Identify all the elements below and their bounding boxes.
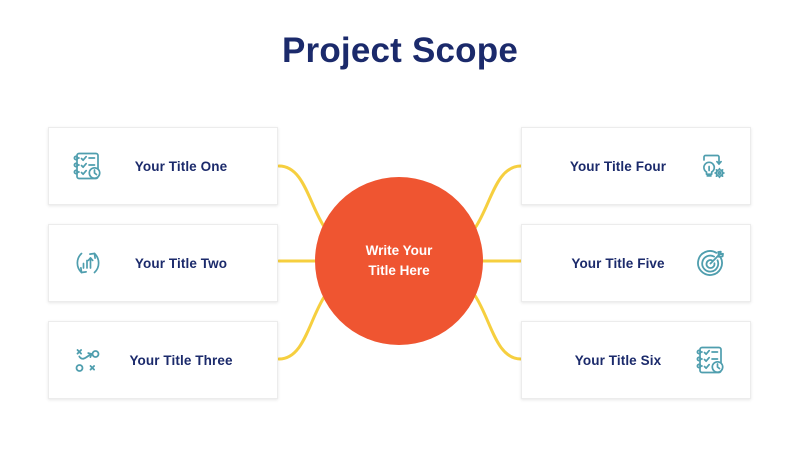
checklist-clock-icon bbox=[690, 339, 732, 381]
card-your-title-five[interactable]: Your Title Five bbox=[521, 224, 751, 302]
card-your-title-four[interactable]: Your Title Four bbox=[521, 127, 751, 205]
center-circle-label: Write Your Title Here bbox=[365, 243, 433, 278]
card-label: Your Title Six bbox=[574, 352, 662, 368]
card-label: Your Title Five bbox=[571, 255, 665, 271]
card-label: Your Title Three bbox=[129, 352, 233, 368]
center-circle[interactable]: Write Your Title Here bbox=[315, 177, 483, 345]
card-your-title-one[interactable]: Your Title One bbox=[48, 127, 278, 205]
checklist-clock-icon bbox=[67, 145, 109, 187]
card-label: Your Title Four bbox=[569, 158, 667, 174]
strategy-playbook-icon bbox=[67, 339, 109, 381]
card-your-title-six[interactable]: Your Title Six bbox=[521, 321, 751, 399]
card-label: Your Title Two bbox=[134, 255, 228, 271]
growth-cycle-icon bbox=[67, 242, 109, 284]
idea-gear-icon bbox=[690, 145, 732, 187]
page-title: Project Scope bbox=[281, 31, 518, 70]
card-your-title-two[interactable]: Your Title Two bbox=[48, 224, 278, 302]
card-label: Your Title One bbox=[134, 158, 228, 174]
card-your-title-three[interactable]: Your Title Three bbox=[48, 321, 278, 399]
target-arrow-icon bbox=[690, 242, 732, 284]
